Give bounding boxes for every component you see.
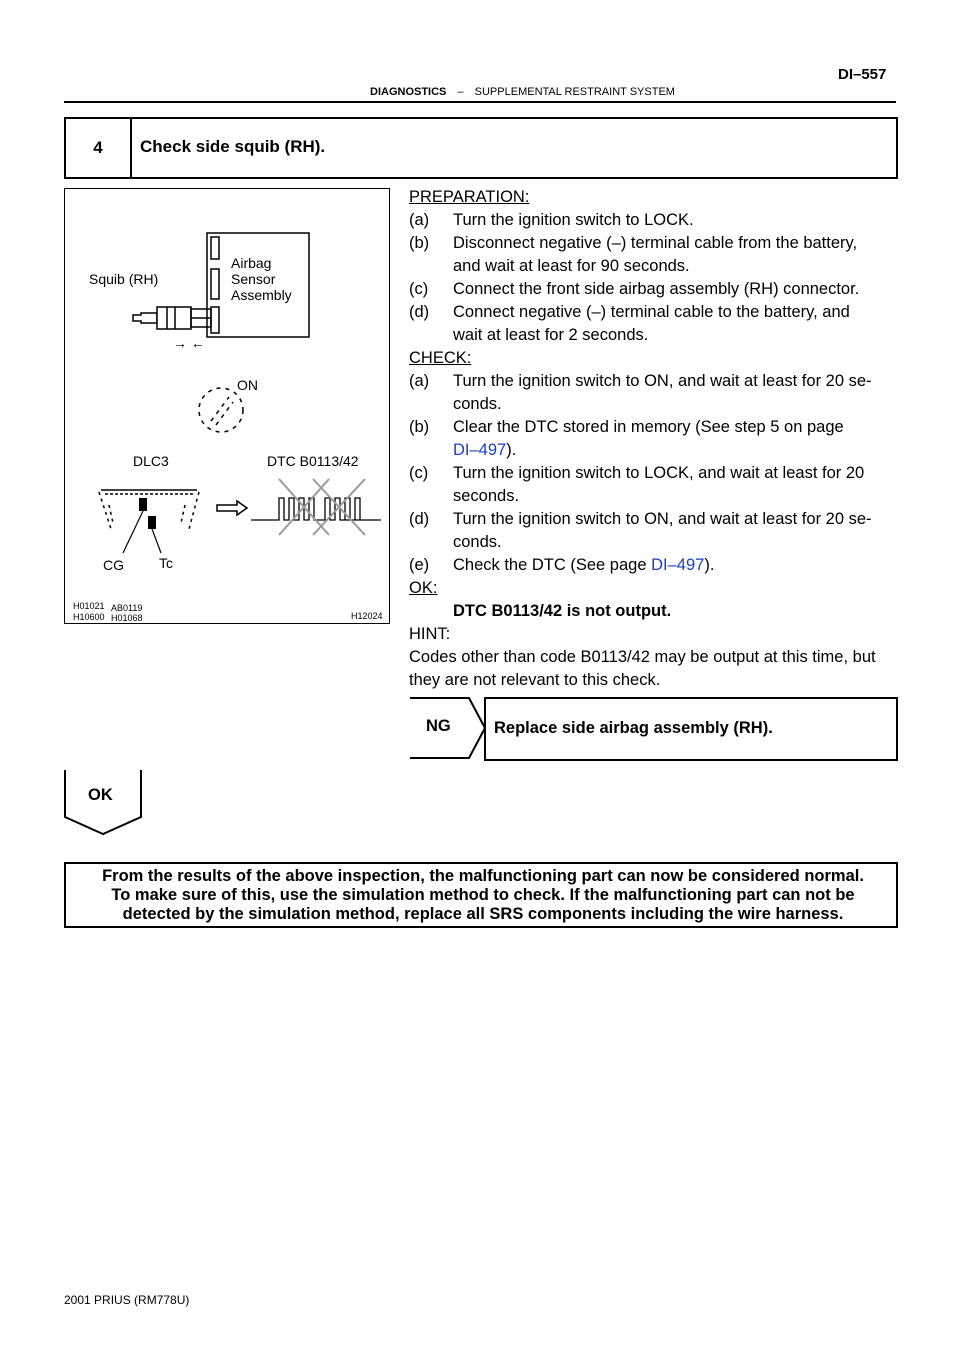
squib-label: Squib (RH) (89, 271, 159, 287)
sensor-assembly-label: Airbag Sensor Assembly (231, 255, 292, 303)
header-section: DIAGNOSTICS – SUPPLEMENTAL RESTRAINT SYS… (370, 86, 675, 98)
check-item-c: (c) Turn the ignition switch to LOCK, an… (409, 462, 896, 508)
check-b-key: (b) (409, 418, 430, 436)
check-d-text-2: conds. (453, 533, 502, 551)
on-label: ON (237, 377, 258, 393)
figure-code-5: H12024 (351, 611, 383, 621)
sensor-label-line-1: Airbag (231, 255, 272, 271)
prep-b-key: (b) (409, 234, 430, 252)
prep-item-d: (d) Connect negative (–) terminal cable … (409, 301, 896, 347)
prep-item-b: (b) Disconnect negative (–) terminal cab… (409, 232, 896, 278)
prep-a-text: Turn the ignition switch to LOCK. (453, 211, 694, 229)
check-c-text-2: seconds. (453, 487, 520, 505)
cg-label: CG (103, 557, 124, 573)
check-e-text-1: Check the DTC (See page (453, 556, 652, 574)
result-line-3: detected by the simulation method, repla… (122, 905, 844, 923)
diagram-illustration (98, 232, 381, 554)
dtc-waveform (251, 497, 381, 521)
ok-tag-shape (64, 770, 142, 836)
prep-b-text-1: Disconnect negative (–) terminal cable f… (453, 234, 858, 252)
check-a-text-1: Turn the ignition switch to ON, and wait… (453, 372, 872, 390)
check-heading-text: CHECK: (409, 349, 472, 367)
result-line-2: To make sure of this, use the simulation… (111, 886, 855, 904)
figure-code-4: H01068 (111, 613, 143, 623)
ng-action-text: Replace side airbag assembly (RH). (494, 719, 773, 737)
dlc3-label: DLC3 (133, 453, 169, 469)
dtc-label: DTC B0113/42 (267, 453, 359, 469)
check-d-text-1: Turn the ignition switch to ON, and wait… (453, 510, 872, 528)
ng-action-box: Replace side airbag assembly (RH). (484, 697, 898, 761)
cg-terminal (139, 498, 147, 511)
footer-model: 2001 PRIUS (RM778U) (64, 1293, 190, 1307)
result-line-1: From the results of the above inspection… (102, 867, 864, 885)
check-d-key: (d) (409, 510, 430, 528)
check-b-page-link[interactable]: DI–497 (453, 441, 507, 459)
check-item-b: (b) Clear the DTC stored in memory (See … (409, 416, 896, 462)
check-e-page-link[interactable]: DI–497 (651, 556, 705, 574)
step-box: 4 Check side squib (RH). (64, 117, 898, 179)
result-box: From the results of the above inspection… (64, 862, 898, 928)
sensor-assembly-box (206, 232, 310, 338)
result-text: From the results of the above inspection… (76, 867, 890, 924)
diagram-figure: Squib (RH) Airbag Sensor Assembly → ← ON… (64, 188, 390, 624)
check-heading: CHECK: (409, 347, 896, 370)
check-c-key: (c) (409, 464, 429, 482)
tc-terminal (148, 516, 156, 529)
prep-c-key: (c) (409, 280, 429, 298)
figure-code-2: H10600 (73, 612, 105, 622)
figure-code-3: AB0119 (111, 603, 143, 613)
hint-text-2: they are not relevant to this check. (409, 671, 661, 689)
check-e-text-2: ). (704, 556, 715, 574)
header-section-name: DIAGNOSTICS (370, 86, 447, 98)
squib-connector (132, 312, 158, 324)
figure-code-1: H01021 (73, 601, 105, 611)
header-rule (64, 101, 896, 103)
check-item-a: (a) Turn the ignition switch to ON, and … (409, 370, 896, 416)
check-a-text-2: conds. (453, 395, 502, 413)
prep-d-key: (d) (409, 303, 430, 321)
page-number: DI–557 (838, 66, 887, 83)
hint-heading: HINT: (409, 625, 451, 643)
preparation-heading-text: PREPARATION: (409, 188, 530, 206)
prep-c-text: Connect the front side airbag assembly (… (453, 280, 860, 298)
prep-a-key: (a) (409, 211, 430, 229)
ok-heading: OK: (409, 577, 896, 600)
ok-heading-text: OK: (409, 579, 438, 597)
preparation-heading: PREPARATION: (409, 186, 896, 209)
check-a-key: (a) (409, 372, 430, 390)
check-e-line: Check the DTC (See page DI–497). (453, 554, 896, 577)
dlc3-connector (98, 489, 200, 530)
check-e-key: (e) (409, 556, 430, 574)
sensor-label-line-2: Sensor (231, 271, 276, 287)
step-title: Check side squib (RH). (140, 137, 326, 156)
ok-tag-label: OK (88, 786, 113, 804)
ok-result-text: DTC B0113/42 is not output. (453, 602, 672, 620)
tc-label: Tc (159, 555, 173, 571)
prep-d-text-2: wait at least for 2 seconds. (453, 326, 649, 344)
sensor-label-line-3: Assembly (231, 287, 292, 303)
check-b-text-2: ). (506, 441, 517, 459)
check-c-text-1: Turn the ignition switch to LOCK, and wa… (453, 464, 865, 482)
arrows-label: → ← (173, 335, 205, 351)
check-b-line-2: DI–497). (453, 439, 896, 462)
header-subsection: SUPPLEMENTAL RESTRAINT SYSTEM (474, 86, 675, 98)
ng-tag-label: NG (426, 717, 451, 735)
check-item-d: (d) Turn the ignition switch to ON, and … (409, 508, 896, 554)
arrow-icon (216, 499, 249, 517)
cancel-x-icon (278, 478, 366, 536)
prep-b-text-2: and wait at least for 90 seconds. (453, 257, 690, 275)
prep-d-text-1: Connect negative (–) terminal cable to t… (453, 303, 850, 321)
check-b-text-1: Clear the DTC stored in memory (See step… (453, 418, 844, 436)
step-number: 4 (66, 119, 132, 177)
header-dash: – (457, 86, 464, 98)
hint-text-1: Codes other than code B0113/42 may be ou… (409, 648, 876, 666)
ignition-switch-icon (198, 387, 244, 433)
